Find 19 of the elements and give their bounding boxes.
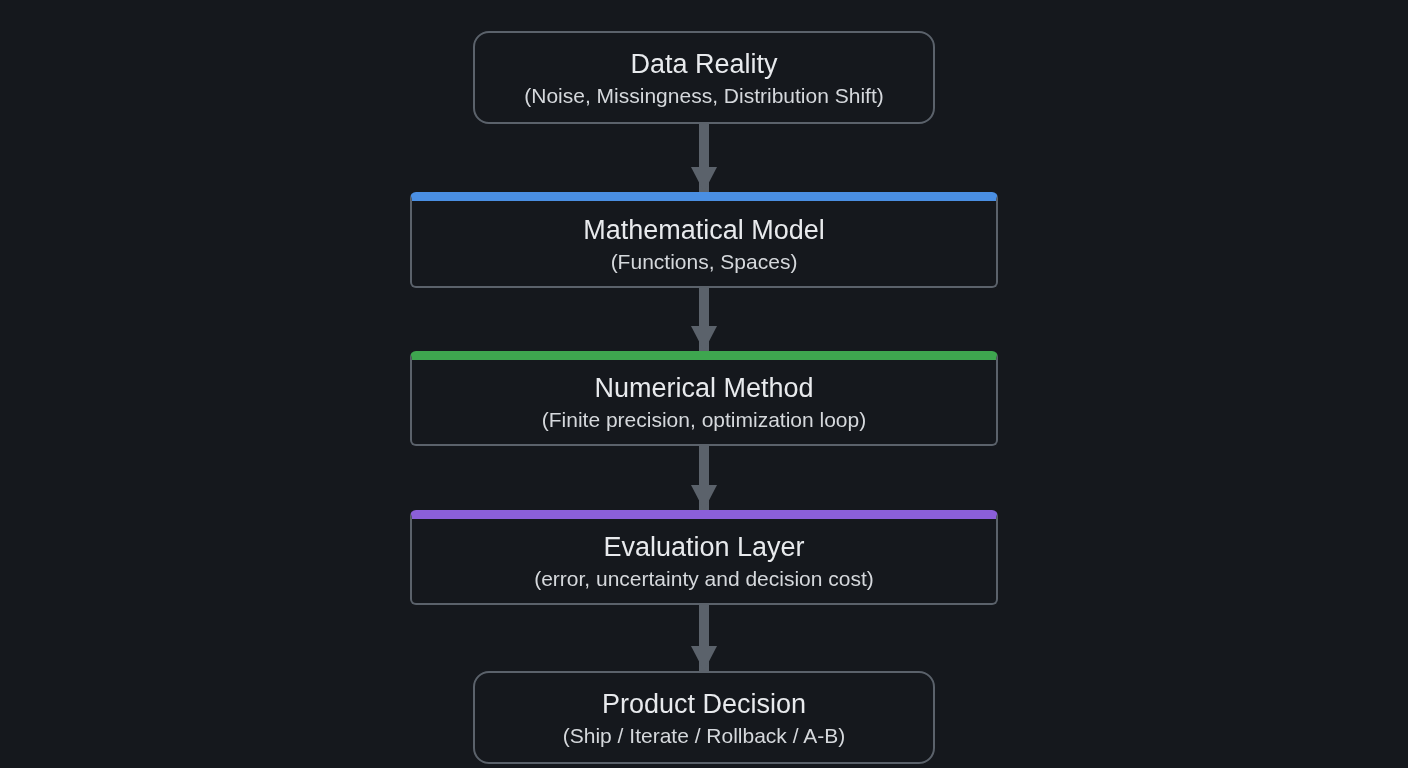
arrow (691, 288, 717, 351)
box-title: Evaluation Layer (603, 531, 805, 564)
arrow (691, 446, 717, 510)
process-box (410, 351, 998, 446)
process-box (410, 510, 998, 605)
process-box (410, 192, 998, 288)
process-box (473, 31, 935, 124)
process-box (473, 671, 935, 764)
box-subtitle: (Finite precision, optimization loop) (541, 407, 867, 433)
arrow (691, 605, 717, 671)
box-subtitle: (Ship / Iterate / Rollback / A-B) (562, 722, 846, 749)
box-title: Numerical Method (594, 372, 814, 405)
box-subtitle: (Functions, Spaces) (610, 248, 798, 275)
box-subtitle: (Noise, Missingness, Distribution Shift) (524, 82, 884, 109)
box-title: Product Decision (601, 687, 807, 721)
box-subtitle: (error, uncertainty and decision cost) (534, 566, 874, 592)
box-title: Data Reality (630, 47, 778, 81)
arrow (691, 124, 717, 192)
box-title: Mathematical Model (583, 213, 825, 247)
